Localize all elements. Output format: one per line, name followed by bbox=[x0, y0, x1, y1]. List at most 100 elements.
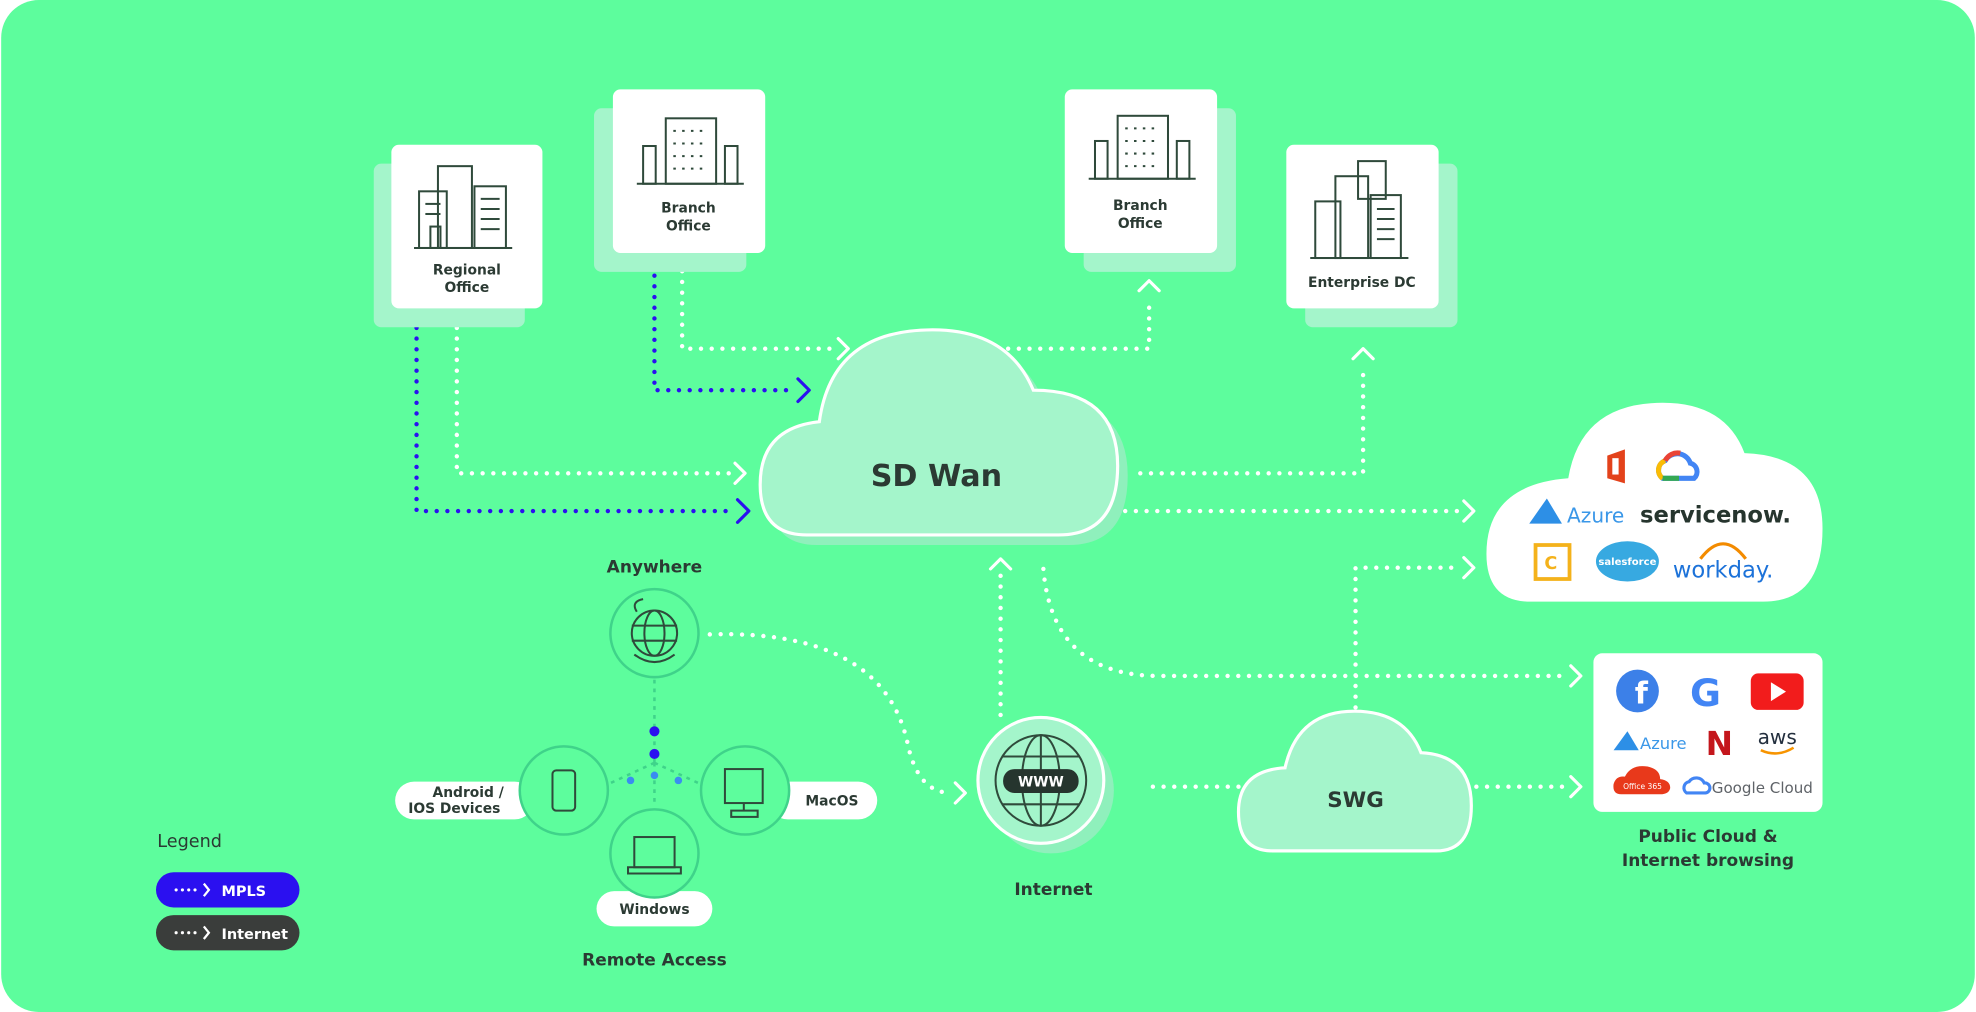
arrow-icon bbox=[733, 461, 747, 485]
azure-logo: Azure bbox=[1613, 731, 1687, 753]
remote-access-label: Remote Access bbox=[582, 950, 727, 970]
saas-cloud: Azure servicenow. C salesforce workday. bbox=[1486, 402, 1823, 602]
office365-logo: Office 365 bbox=[1613, 766, 1671, 795]
svg-text:Azure: Azure bbox=[1640, 734, 1687, 753]
branch-office-node[interactable]: Branch Office bbox=[594, 89, 766, 272]
regional-office-label: Office bbox=[445, 280, 490, 296]
arrow-icon bbox=[202, 882, 211, 897]
macos-label: MacOS bbox=[805, 794, 858, 810]
regional-office-label: Regional bbox=[433, 262, 501, 278]
anywhere-label: Anywhere bbox=[607, 558, 703, 578]
android-label-pill bbox=[395, 781, 534, 820]
swg-saas-line bbox=[1353, 565, 1464, 710]
enterprise-dc-node[interactable]: Enterprise DC bbox=[1286, 144, 1458, 328]
arrow-icon bbox=[735, 498, 751, 524]
arrow-icon bbox=[836, 337, 850, 361]
building-icon bbox=[1310, 160, 1409, 260]
svg-text:salesforce: salesforce bbox=[1598, 557, 1656, 568]
legend-title: Legend bbox=[157, 832, 222, 852]
swg-label: SWG bbox=[1327, 788, 1384, 813]
www-label: WWW bbox=[1018, 775, 1064, 791]
svg-text:Google Cloud: Google Cloud bbox=[1712, 779, 1813, 797]
globe-rotate-icon bbox=[630, 598, 679, 664]
building-icon bbox=[1088, 114, 1196, 180]
windows-label-pill bbox=[596, 891, 713, 927]
youtube-logo bbox=[1750, 673, 1804, 710]
public-cloud-label: Public Cloud & bbox=[1638, 827, 1777, 847]
svg-text:f: f bbox=[1635, 677, 1649, 712]
servicenow-logo: servicenow. bbox=[1640, 502, 1791, 528]
android-label: IOS Devices bbox=[408, 801, 500, 817]
arrow-icon bbox=[953, 781, 967, 805]
sdwan-dc-line bbox=[1138, 362, 1366, 476]
internet-node[interactable]: WWW bbox=[976, 715, 1114, 854]
anywhere-node[interactable] bbox=[609, 587, 700, 679]
desktop-icon bbox=[723, 768, 764, 818]
facebook-logo: f bbox=[1616, 669, 1659, 713]
enterprise-dc-label: Enterprise DC bbox=[1308, 275, 1416, 291]
arrow-icon bbox=[1569, 664, 1583, 688]
svg-text:Azure: Azure bbox=[1567, 503, 1624, 527]
phone-icon bbox=[551, 769, 577, 812]
laptop-icon bbox=[627, 836, 682, 875]
coupa-logo: C bbox=[1533, 543, 1572, 581]
google-cloud-logo: Google Cloud bbox=[1682, 776, 1813, 797]
arrow-icon bbox=[1462, 556, 1476, 580]
salesforce-logo: salesforce bbox=[1595, 541, 1659, 582]
public-cloud-label: Internet browsing bbox=[1622, 851, 1794, 871]
android-label: Android / bbox=[433, 785, 505, 801]
regional-office-node[interactable]: Regional Office bbox=[373, 144, 543, 328]
microsoft-office-logo bbox=[1607, 449, 1625, 484]
arrow-icon bbox=[1462, 499, 1476, 523]
anywhere-internet-line bbox=[707, 632, 954, 796]
sd-wan-cloud[interactable]: SD Wan bbox=[758, 328, 1128, 546]
sd-wan-label: SD Wan bbox=[871, 459, 1002, 494]
legend-item-internet: Internet bbox=[155, 915, 300, 951]
legend-label: Internet bbox=[221, 927, 288, 943]
workday-logo: workday. bbox=[1673, 542, 1773, 584]
branch-office-label: Office bbox=[1118, 216, 1163, 232]
svg-text:workday.: workday. bbox=[1673, 558, 1773, 584]
windows-label: Windows bbox=[619, 902, 689, 918]
svg-text:G: G bbox=[1690, 671, 1721, 715]
branch-office-label: Branch bbox=[1113, 198, 1168, 214]
arrow-icon bbox=[1351, 347, 1375, 361]
sdwan-public-line bbox=[1041, 566, 1571, 679]
svg-text:Office 365: Office 365 bbox=[1623, 782, 1662, 791]
branch-office-label: Branch bbox=[661, 201, 716, 217]
arrow-icon bbox=[988, 557, 1013, 571]
regional-mpls-line bbox=[414, 314, 734, 514]
netflix-logo: N bbox=[1706, 725, 1733, 763]
aws-logo: aws bbox=[1758, 725, 1797, 755]
branch-office-label: Office bbox=[666, 218, 711, 234]
arrow-icon bbox=[796, 377, 811, 404]
macos-node[interactable] bbox=[699, 745, 791, 836]
arrow-icon bbox=[1137, 279, 1161, 293]
regional-internet-line bbox=[454, 314, 734, 476]
mpls-dot bbox=[649, 748, 660, 759]
connectors bbox=[414, 252, 1583, 805]
google-logo: G bbox=[1690, 671, 1721, 715]
legend-label: MPLS bbox=[221, 884, 266, 900]
windows-node[interactable] bbox=[609, 808, 700, 899]
svg-text:C: C bbox=[1544, 554, 1557, 574]
internet-label: Internet bbox=[1014, 880, 1092, 900]
remote-connector bbox=[604, 679, 705, 806]
android-ios-node[interactable] bbox=[518, 745, 610, 836]
building-icon bbox=[636, 117, 744, 185]
remote-access-group: Anywhere Android / IOS Devices MacOS Win… bbox=[395, 558, 878, 970]
mpls-dot bbox=[649, 726, 660, 737]
svg-text:aws: aws bbox=[1758, 725, 1797, 749]
google-cloud-logo bbox=[1656, 450, 1700, 481]
swg-cloud[interactable]: SWG bbox=[1236, 709, 1473, 853]
legend-item-mpls: MPLS bbox=[155, 872, 300, 908]
arrow-icon bbox=[1569, 775, 1583, 799]
public-cloud-box: f G Azure N aws Office 365 Google Cloud bbox=[1593, 653, 1823, 812]
sdwan-branch-line bbox=[1005, 294, 1152, 351]
building-icon bbox=[414, 165, 513, 249]
macos-label-pill bbox=[768, 781, 878, 820]
branch-office-node[interactable]: Branch Office bbox=[1064, 89, 1236, 272]
legend: Legend MPLS Internet bbox=[155, 832, 300, 951]
arrow-icon bbox=[202, 925, 211, 940]
